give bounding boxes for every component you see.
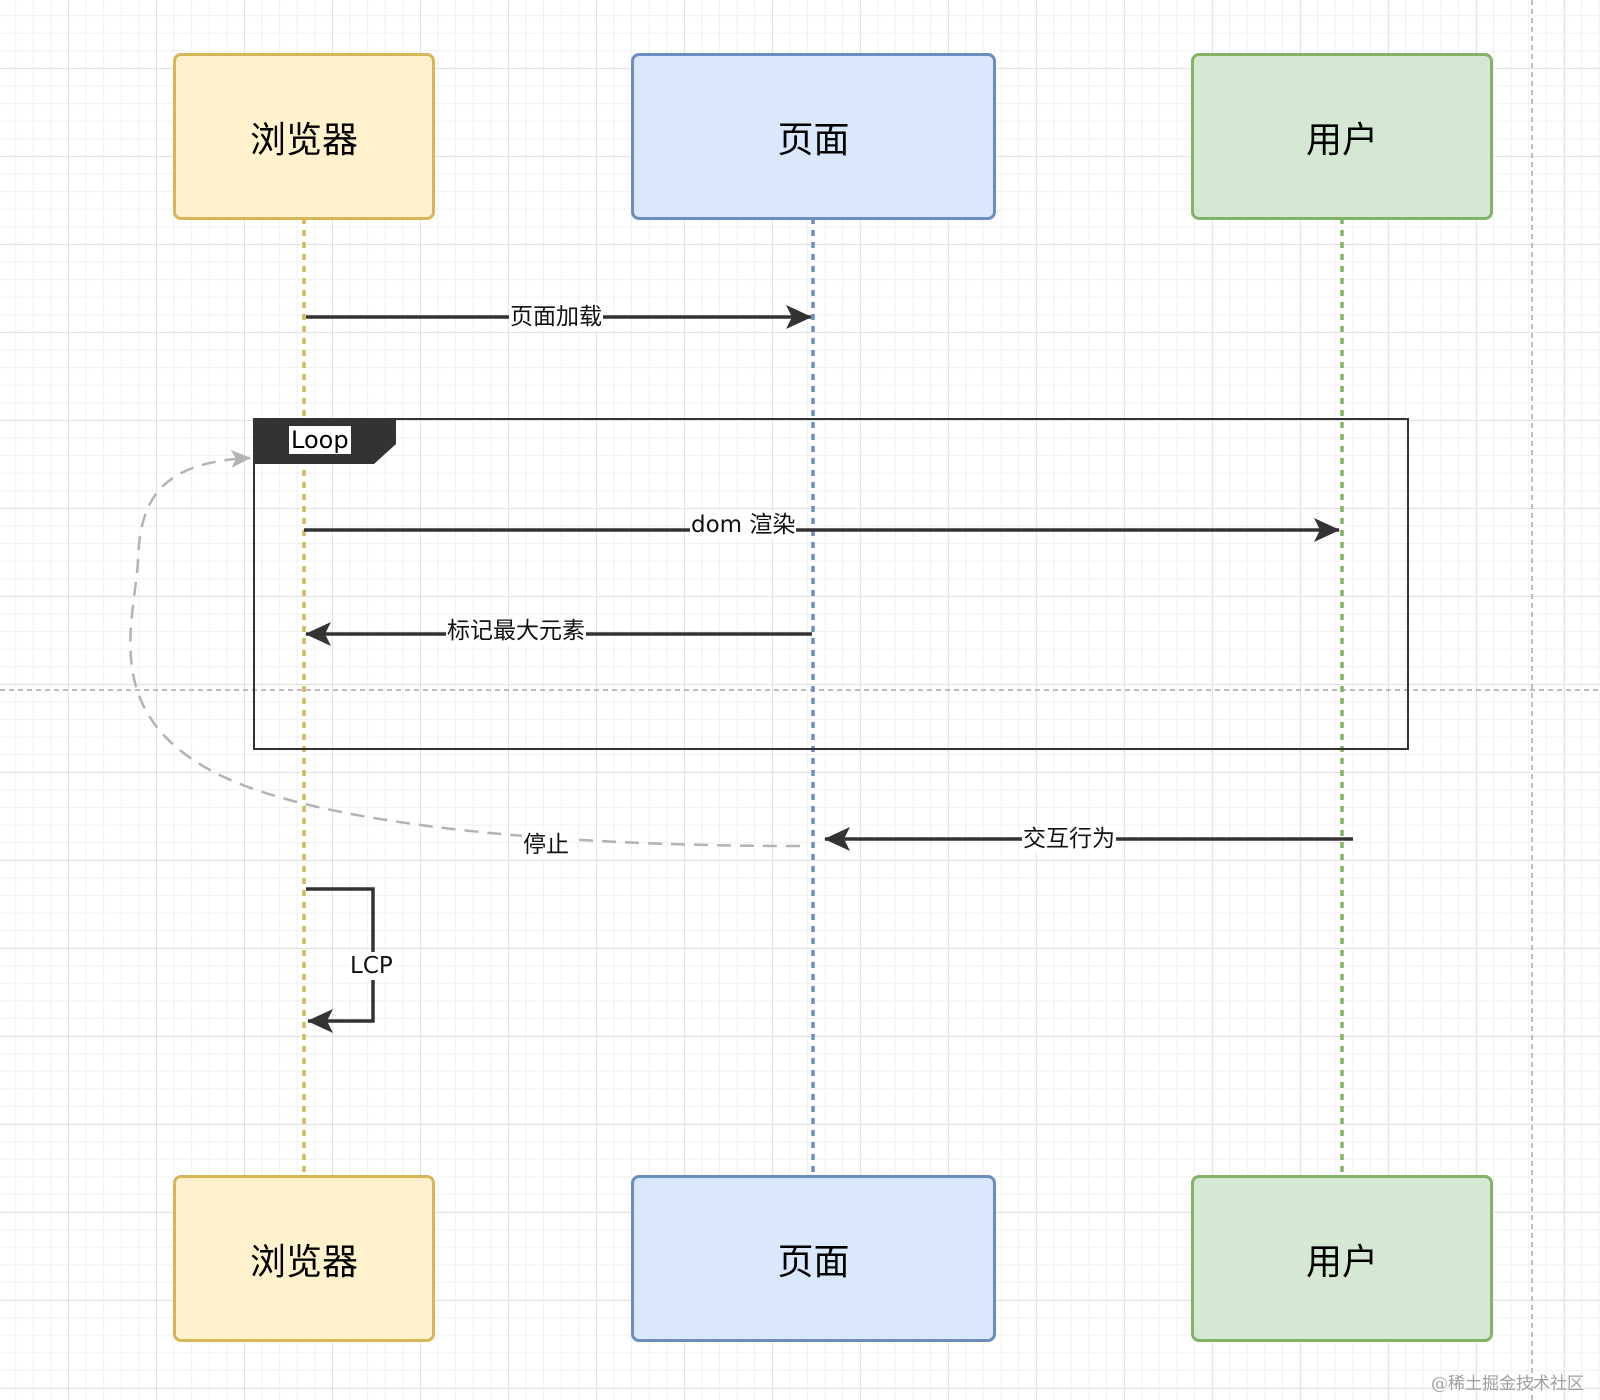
watermark-text: @稀土掘金技术社区 xyxy=(1431,1374,1584,1394)
user-participant-bottom-label: 用户 xyxy=(1305,1241,1378,1283)
page-participant-bottom[interactable]: 页面 xyxy=(631,1175,996,1342)
lcp-label: LCP xyxy=(349,952,394,980)
page-participant-bottom-label: 页面 xyxy=(777,1241,850,1283)
dom-render-label: dom 渲染 xyxy=(690,511,797,539)
mark-largest-label: 标记最大元素 xyxy=(446,617,586,645)
loop-fragment-frame[interactable] xyxy=(253,418,1409,750)
page-load-label: 页面加载 xyxy=(509,303,603,331)
loop-fragment-label: Loop xyxy=(289,426,351,454)
stop-return-curve[interactable] xyxy=(129,449,801,848)
browser-participant-top-label: 浏览器 xyxy=(249,119,358,161)
user-participant-top-label: 用户 xyxy=(1305,119,1378,161)
page-participant-top-label: 页面 xyxy=(777,119,850,161)
browser-participant-bottom-label: 浏览器 xyxy=(249,1241,358,1283)
user-participant-top[interactable]: 用户 xyxy=(1191,53,1493,220)
user-participant-bottom[interactable]: 用户 xyxy=(1191,1175,1493,1342)
stop-label: 停止 xyxy=(522,831,570,859)
browser-participant-top[interactable]: 浏览器 xyxy=(173,53,435,220)
interaction-label: 交互行为 xyxy=(1022,825,1116,853)
browser-participant-bottom[interactable]: 浏览器 xyxy=(173,1175,435,1342)
page-participant-top[interactable]: 页面 xyxy=(631,53,996,220)
